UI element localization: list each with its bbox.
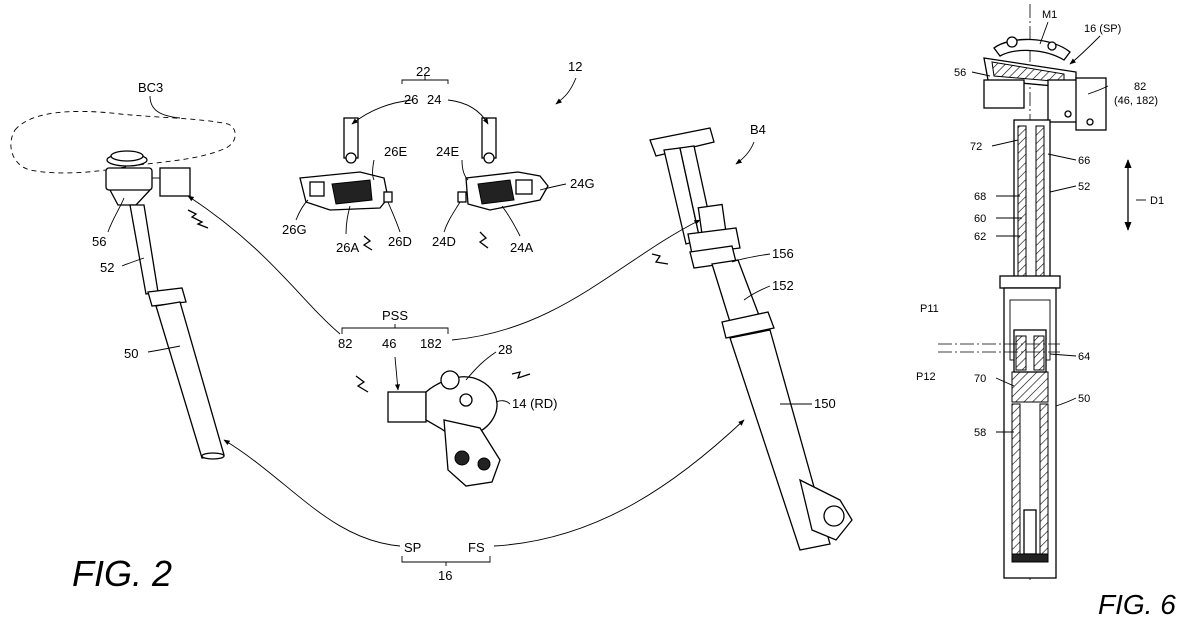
- leader-50: [147, 345, 181, 353]
- label-72: 72: [970, 141, 982, 153]
- fig6-caption: FIG. 6: [1098, 589, 1176, 620]
- label-26A: 26A: [336, 240, 359, 255]
- label-82-sub: (46, 182): [1114, 95, 1158, 107]
- label-16-SP: 16 (SP): [1084, 23, 1121, 35]
- label-28: 28: [498, 342, 512, 357]
- label-64: 64: [1078, 351, 1090, 363]
- label-46: 46: [382, 336, 396, 351]
- signal-icon-26: [362, 235, 373, 251]
- signal-path-pss-to-seatpost: [187, 195, 341, 335]
- label-PSS: PSS: [382, 308, 408, 323]
- signal-path-46-to-rd: [394, 356, 400, 391]
- label-26G: 26G: [282, 222, 307, 237]
- label-24: 24: [427, 92, 441, 107]
- operating-device-24: [457, 117, 549, 211]
- label-62: 62: [974, 231, 986, 243]
- fig2-caption: FIG. 2: [72, 553, 172, 594]
- seatpost-head-section: [983, 36, 1107, 131]
- fig2-group: 12 22 26 24 26E 24E 26G 24G 26A 26D 24D …: [10, 59, 853, 594]
- rear-derailleur: [387, 370, 501, 487]
- label-24G: 24G: [570, 176, 595, 191]
- label-150: 150: [814, 396, 836, 411]
- operating-device-26: [299, 117, 393, 211]
- tube-58-right: [1039, 403, 1049, 555]
- label-156: 156: [772, 246, 794, 261]
- label-SP: SP: [404, 540, 421, 555]
- leader-56: [107, 197, 125, 233]
- label-P11: P11: [920, 303, 939, 315]
- label-26E: 26E: [384, 144, 407, 159]
- label-26: 26: [404, 92, 418, 107]
- label-B4: B4: [750, 122, 766, 137]
- label-60: 60: [974, 213, 986, 225]
- signal-path-22-left: [351, 99, 413, 125]
- leader-B4: [735, 141, 755, 165]
- leader-BC3: [149, 95, 181, 119]
- label-22: 22: [416, 64, 430, 79]
- label-M1: M1: [1042, 9, 1057, 21]
- leader-24G: [539, 183, 567, 191]
- label-BC3: BC3: [138, 80, 163, 95]
- leader-156: [731, 253, 771, 263]
- label-70: 70: [974, 373, 986, 385]
- label-52: 52: [100, 260, 114, 275]
- signal-icon-rd-right: [511, 371, 531, 380]
- fig6-group: M1 16 (SP) 82 (46, 182) 56 72 66 68 52 6…: [916, 4, 1176, 620]
- leader-26A: [345, 205, 351, 235]
- leader-24E: [461, 159, 469, 181]
- label-58: 58: [974, 427, 986, 439]
- leader-12: [555, 77, 577, 105]
- label-12: 12: [568, 59, 582, 74]
- label-182: 182: [420, 336, 442, 351]
- seatpost-lower-tube: [155, 301, 225, 459]
- signal-icon-24: [478, 231, 489, 249]
- leader-28: [465, 351, 497, 381]
- seatpost-upper-tube: [129, 204, 159, 295]
- signal-path-sp: [223, 439, 401, 547]
- label-D1: D1: [1150, 195, 1164, 207]
- label-50: 50: [124, 346, 138, 361]
- label-82-fig6: 82: [1134, 81, 1146, 93]
- label-16: 16: [438, 568, 452, 583]
- label-24E: 24E: [436, 144, 459, 159]
- suspension-fork: [649, 127, 853, 551]
- leader-26G: [295, 199, 309, 221]
- label-24A: 24A: [510, 240, 533, 255]
- label-56: 56: [92, 234, 106, 249]
- piston-70: [1011, 371, 1049, 403]
- leader-24D: [443, 201, 461, 233]
- leader-14: [495, 400, 511, 405]
- leader-52: [121, 257, 145, 267]
- label-52-fig6: 52: [1078, 181, 1090, 193]
- leader-26D: [387, 201, 401, 233]
- label-FS: FS: [468, 540, 485, 555]
- tube-58-left: [1011, 403, 1021, 555]
- leader-152: [743, 285, 771, 301]
- label-14-RD: 14 (RD): [512, 396, 558, 411]
- seatpost-collar: [147, 287, 187, 307]
- signal-path-fs: [493, 419, 745, 547]
- label-68: 68: [974, 191, 986, 203]
- label-24D: 24D: [432, 234, 456, 249]
- collar-section: [999, 275, 1061, 289]
- signal-path-pss-to-fork: [451, 219, 701, 341]
- brace-pss: [341, 324, 449, 334]
- label-56-fig6: 56: [954, 67, 966, 79]
- leader-26E: [372, 159, 375, 181]
- label-26D: 26D: [388, 234, 412, 249]
- label-82: 82: [338, 336, 352, 351]
- brace-16: [401, 556, 491, 566]
- wireless-signal-icon: [187, 209, 209, 229]
- signal-icon-fork: [651, 253, 669, 265]
- seatpost-head: [105, 150, 191, 206]
- brace-22: [401, 76, 449, 84]
- label-66: 66: [1078, 155, 1090, 167]
- signal-icon-rd-left: [355, 375, 369, 393]
- leader-24A: [501, 205, 521, 237]
- label-P12: P12: [916, 371, 936, 383]
- label-152: 152: [772, 278, 794, 293]
- signal-path-22-right: [447, 99, 489, 125]
- label-50-fig6: 50: [1078, 393, 1090, 405]
